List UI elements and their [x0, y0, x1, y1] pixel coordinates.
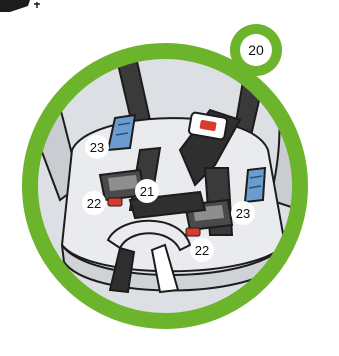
right-lower-anchor-connector	[243, 166, 267, 204]
callout-22-right: 22	[190, 238, 214, 262]
callout-label: 23	[236, 206, 250, 221]
step-number-badge: 20	[230, 24, 282, 76]
previous-illustration-fragment	[0, 0, 40, 12]
step-number: 20	[248, 42, 264, 58]
buckle-tongue	[178, 108, 242, 187]
crotch-strap-handle	[106, 219, 192, 294]
left-harness-clip	[98, 168, 147, 207]
callout-label: 22	[195, 243, 209, 258]
callout-21: 21	[135, 179, 159, 203]
callout-label: 21	[140, 184, 154, 199]
callout-23-right: 23	[231, 201, 255, 225]
left-lower-anchor-connector	[106, 113, 137, 152]
callout-label: 22	[87, 196, 101, 211]
callout-23-left: 23	[85, 135, 109, 159]
detail-circle-ring	[22, 43, 308, 329]
callout-label: 23	[90, 140, 104, 155]
callout-22-left: 22	[82, 191, 106, 215]
